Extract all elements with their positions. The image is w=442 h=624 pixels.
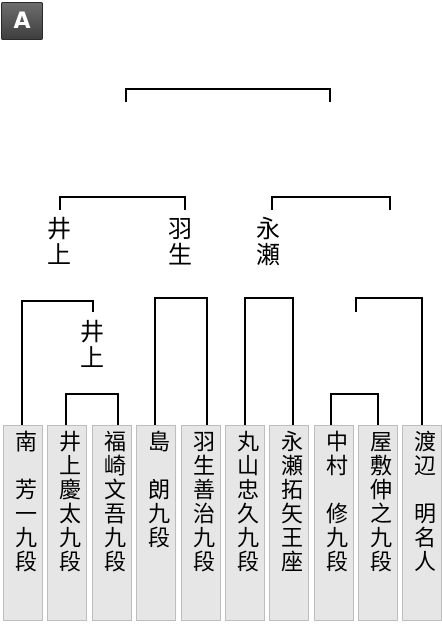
round2-b-line: [154, 297, 208, 425]
player-name: 屋敷伸之九段: [366, 430, 391, 574]
round1-b-line: [330, 393, 379, 425]
final-line: [125, 88, 331, 102]
player-name: 中村 修九段: [322, 430, 347, 574]
player-card-7: 永瀬拓矢王座: [269, 425, 309, 621]
player-card-6: 丸山忠久九段: [225, 425, 265, 621]
player-name: 渡辺 明名人: [410, 430, 435, 574]
player-name: 井上慶太九段: [55, 430, 80, 574]
group-a-badge: A: [1, 2, 43, 40]
player-name: 羽生善治九段: [189, 430, 214, 574]
player-card-2: 井上慶太九段: [47, 425, 87, 621]
player-card-8: 中村 修九段: [314, 425, 354, 621]
round2-a-line: [21, 300, 94, 425]
winner-inoue-semifinal: 井 上: [47, 215, 71, 269]
player-card-10: 渡辺 明名人: [402, 425, 442, 621]
semifinal-left-line: [59, 196, 186, 210]
player-name: 福崎文吾九段: [100, 430, 125, 574]
round2-c-line: [244, 297, 294, 425]
player-name: 南 芳一九段: [11, 430, 36, 574]
player-card-3: 福崎文吾九段: [92, 425, 132, 621]
player-card-4: 島 朗九段: [136, 425, 176, 621]
round2-d-line: [355, 297, 423, 425]
winner-habu-semifinal: 羽 生: [168, 215, 192, 269]
player-card-1: 南 芳一九段: [3, 425, 43, 621]
winner-inoue-round1: 井 上: [80, 318, 104, 372]
winner-nagase-semifinal: 永 瀬: [256, 215, 280, 269]
player-name: 丸山忠久九段: [233, 430, 258, 574]
round1-a-line: [65, 393, 119, 425]
player-name: 永瀬拓矢王座: [277, 430, 302, 574]
player-name: 島 朗九段: [144, 430, 169, 550]
player-card-9: 屋敷伸之九段: [358, 425, 398, 621]
player-card-5: 羽生善治九段: [181, 425, 221, 621]
semifinal-right-line: [271, 196, 391, 210]
